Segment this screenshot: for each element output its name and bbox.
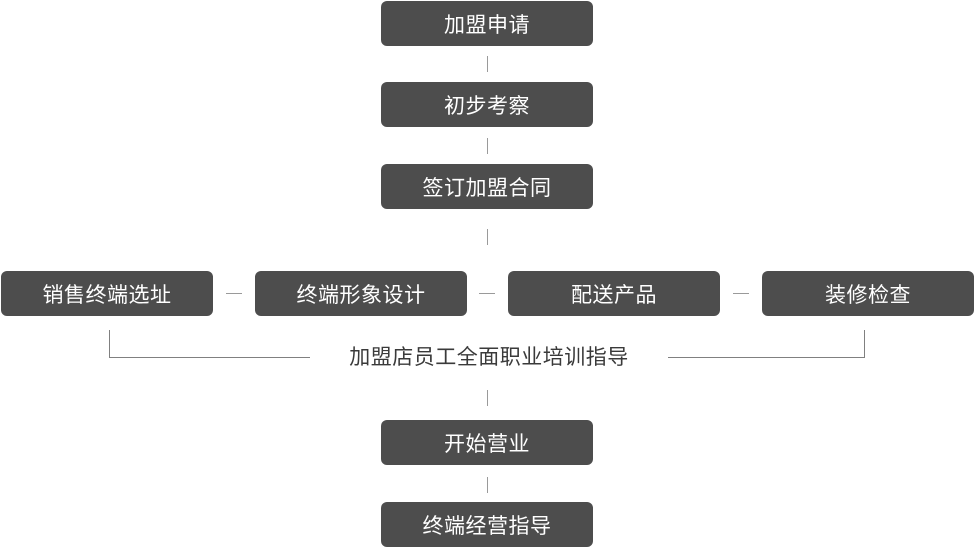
bracket-right-vertical: [864, 330, 865, 358]
flow-branch-renovation: 装修检查: [762, 271, 974, 316]
flow-step-inspection: 初步考察: [381, 82, 593, 127]
connector-4: [487, 390, 488, 406]
flow-branch-site-selection: 销售终端选址: [1, 271, 213, 316]
flow-branch-delivery-label: 配送产品: [571, 282, 657, 307]
flow-step-guidance-label: 终端经营指导: [422, 513, 552, 538]
flow-step-open: 开始营业: [381, 420, 593, 465]
flow-step-contract-label: 签订加盟合同: [422, 175, 552, 200]
flow-branch-renovation-label: 装修检查: [825, 282, 911, 307]
flow-branch-image-design: 终端形象设计: [255, 271, 467, 316]
flow-step-contract: 签订加盟合同: [381, 164, 593, 209]
flow-branch-delivery: 配送产品: [508, 271, 720, 316]
flow-step-guidance: 终端经营指导: [381, 502, 593, 547]
connector-5: [487, 477, 488, 493]
connector-2: [487, 138, 488, 154]
flow-branch-site-selection-label: 销售终端选址: [42, 282, 172, 307]
training-label: 加盟店员工全面职业培训指导: [310, 341, 668, 371]
bracket-left-vertical: [109, 330, 110, 357]
branch-dash-3: [733, 293, 749, 294]
flow-step-open-label: 开始营业: [444, 431, 530, 456]
flow-step-apply-label: 加盟申请: [444, 12, 530, 37]
connector-1: [487, 56, 488, 72]
connector-3: [487, 229, 488, 245]
branch-dash-1: [226, 293, 242, 294]
branch-dash-2: [479, 293, 495, 294]
flow-step-apply: 加盟申请: [381, 1, 593, 46]
flow-step-inspection-label: 初步考察: [444, 93, 530, 118]
flow-branch-image-design-label: 终端形象设计: [296, 282, 426, 307]
